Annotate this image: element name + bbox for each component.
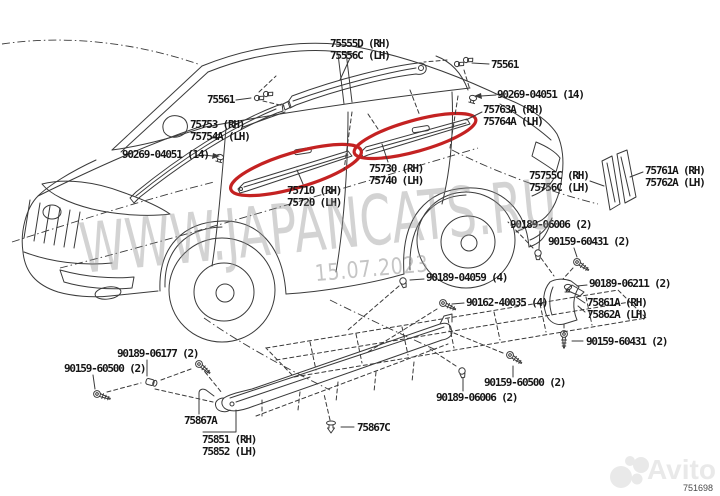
front-wheel — [168, 237, 276, 343]
part-label-75764A-lh: 75764A (LH) — [483, 115, 544, 128]
screw-90189-06177-b — [193, 358, 213, 377]
screw-90159-60500-right — [504, 349, 524, 367]
part-label-90269-04051-right: 90269-04051 (14) — [497, 88, 585, 101]
part-label-75862A-lh: 75862A (LH) — [587, 308, 648, 321]
front-door-belt-moulding — [237, 150, 353, 194]
screw-90159-60431-bottom — [560, 330, 568, 349]
part-label-75755C-rh: 75755C (RH) — [529, 169, 590, 182]
roof-drip-moulding — [129, 59, 471, 204]
part-label-75756C-lh: 75756C (LH) — [529, 181, 590, 194]
avito-watermark-text: Avito — [647, 454, 716, 485]
part-label-75761A-rh: 75761A (RH) — [645, 164, 706, 177]
part-label-75754A-lh: 75754A (LH) — [190, 130, 251, 143]
rear-wheel — [416, 191, 516, 289]
part-label-75555D-rh: 75555D (RH) — [330, 37, 391, 50]
part-label-75867A: 75867A — [184, 414, 218, 427]
part-label-75852-lh: 75852 (LH) — [202, 445, 257, 458]
part-label-75561-right: 75561 — [491, 58, 519, 71]
part-label-90189-06177: 90189-06177 (2) — [117, 347, 200, 360]
clip-90189-06177 — [144, 377, 159, 388]
clip-75561-right — [453, 59, 466, 69]
part-label-90159-60500-right: 90159-60500 (2) — [484, 376, 567, 389]
part-label-75861A-rh: 75861A (RH) — [587, 296, 648, 309]
part-label-90189-06006-top: 90189-06006 (2) — [510, 218, 593, 231]
part-label-75851-rh: 75851 (RH) — [202, 433, 257, 446]
part-label-90159-60431-bottom: 90159-60431 (2) — [586, 335, 669, 348]
grille — [23, 199, 81, 249]
headlight — [41, 180, 171, 216]
rocker-end-cap-75867A — [215, 397, 235, 413]
part-label-75740-lh: 75740 (LH) — [369, 174, 424, 187]
toyota-emblem — [42, 204, 62, 220]
part-label-90159-60431-top: 90159-60431 (2) — [548, 235, 631, 248]
part-label-75720-lh: 75720 (LH) — [287, 196, 342, 209]
part-label-75762A-lh: 75762A (LH) — [645, 176, 706, 189]
part-label-75730-rh: 75730 (RH) — [369, 162, 424, 175]
photo-id: 751698 — [683, 483, 714, 493]
rocker-install-outline — [255, 289, 648, 417]
part-label-75561-left: 75561 — [207, 93, 235, 106]
part-label-75867C: 75867C — [357, 421, 391, 434]
avito-logo-icon — [610, 456, 649, 488]
screw-90159-60431-top — [571, 256, 591, 274]
rear-belt-moulding-highlight — [352, 111, 478, 161]
tail-light — [531, 141, 561, 173]
clip-75561-left-b — [262, 89, 275, 99]
part-label-90162-40035: 90162-40035 (4) — [466, 296, 549, 309]
part-label-90189-06006-bottom: 90189-06006 (2) — [436, 391, 519, 404]
leader-lines — [92, 57, 644, 433]
rocker-moulding — [221, 313, 453, 412]
screw-90162-40035 — [437, 297, 458, 313]
b-pillar-mouldings — [451, 149, 637, 211]
part-label-90189-04059: 90189-04059 (4) — [426, 271, 509, 284]
part-label-75753-rh: 75753 (RH) — [190, 118, 245, 131]
clip-90189-06006-top — [534, 249, 542, 261]
part-label-90269-04051-left: 90269-04051 (14) — [122, 148, 210, 161]
part-label-75710-rh: 75710 (RH) — [287, 184, 342, 197]
part-label-90189-06211: 90189-06211 (2) — [589, 277, 672, 290]
clip-90189-04059 — [398, 276, 409, 289]
car-side-view — [1, 39, 564, 391]
clip-90189-06006-bottom — [457, 366, 467, 379]
part-label-90159-60500-left: 90159-60500 (2) — [64, 362, 147, 375]
part-label-75556C-lh: 75556C (LH) — [330, 49, 391, 62]
side-mirror — [162, 115, 188, 138]
front-belt-moulding-highlight — [229, 142, 363, 198]
rivet-75867C — [326, 420, 336, 434]
part-label-75763A-rh: 75763A (RH) — [483, 103, 544, 116]
fog-light — [94, 286, 122, 300]
